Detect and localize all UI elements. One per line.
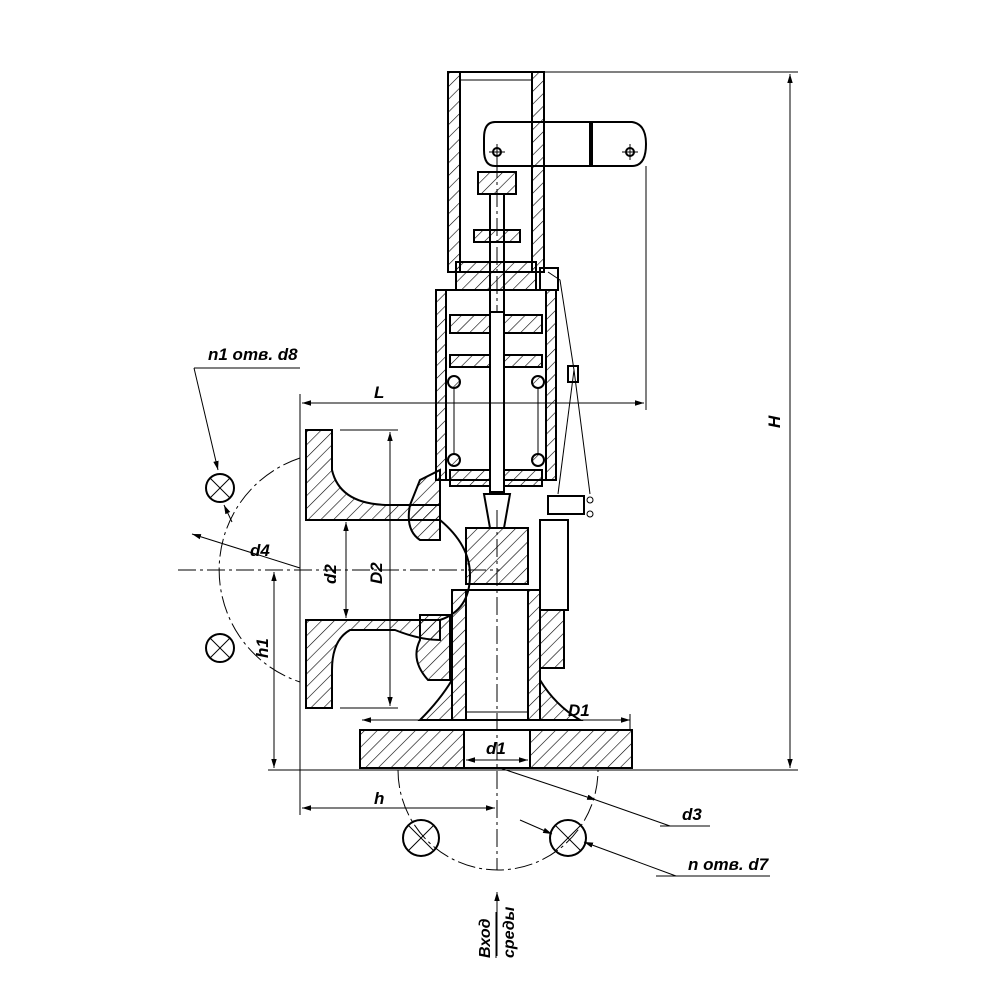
seal-wire [539, 267, 591, 495]
label-D1: D1 [568, 701, 590, 720]
label-inlet-line1: Вход [477, 918, 494, 958]
label-D2: D2 [367, 562, 386, 584]
bottom-bolt-circle [397, 769, 599, 871]
bolt-hole-icon [205, 633, 235, 663]
centerlines [178, 510, 500, 870]
label-d1: d1 [486, 739, 506, 758]
label-d3: d3 [682, 805, 702, 824]
bolt-hole-icon [205, 473, 235, 503]
label-d4: d4 [250, 541, 270, 560]
dimension-labels: n1 отв. d8 L H d4 d2 D2 h1 D1 d1 h d3 n … [208, 345, 784, 958]
label-d2: d2 [321, 564, 340, 584]
dimensions [191, 71, 798, 956]
bonnet [435, 261, 557, 493]
label-inlet-line2: среды [501, 906, 518, 958]
side-bolt-circle [205, 457, 301, 683]
valve-body [305, 429, 594, 721]
bolt-hole-icon [402, 819, 440, 857]
label-L: L [374, 383, 384, 402]
lever [483, 121, 648, 410]
bolt-hole-icon [549, 819, 587, 857]
label-n-holes: n отв. d7 [688, 855, 770, 874]
label-H: H [765, 415, 784, 428]
label-h1: h1 [253, 638, 272, 658]
label-n1-holes: n1 отв. d8 [208, 345, 298, 364]
label-h: h [374, 789, 384, 808]
